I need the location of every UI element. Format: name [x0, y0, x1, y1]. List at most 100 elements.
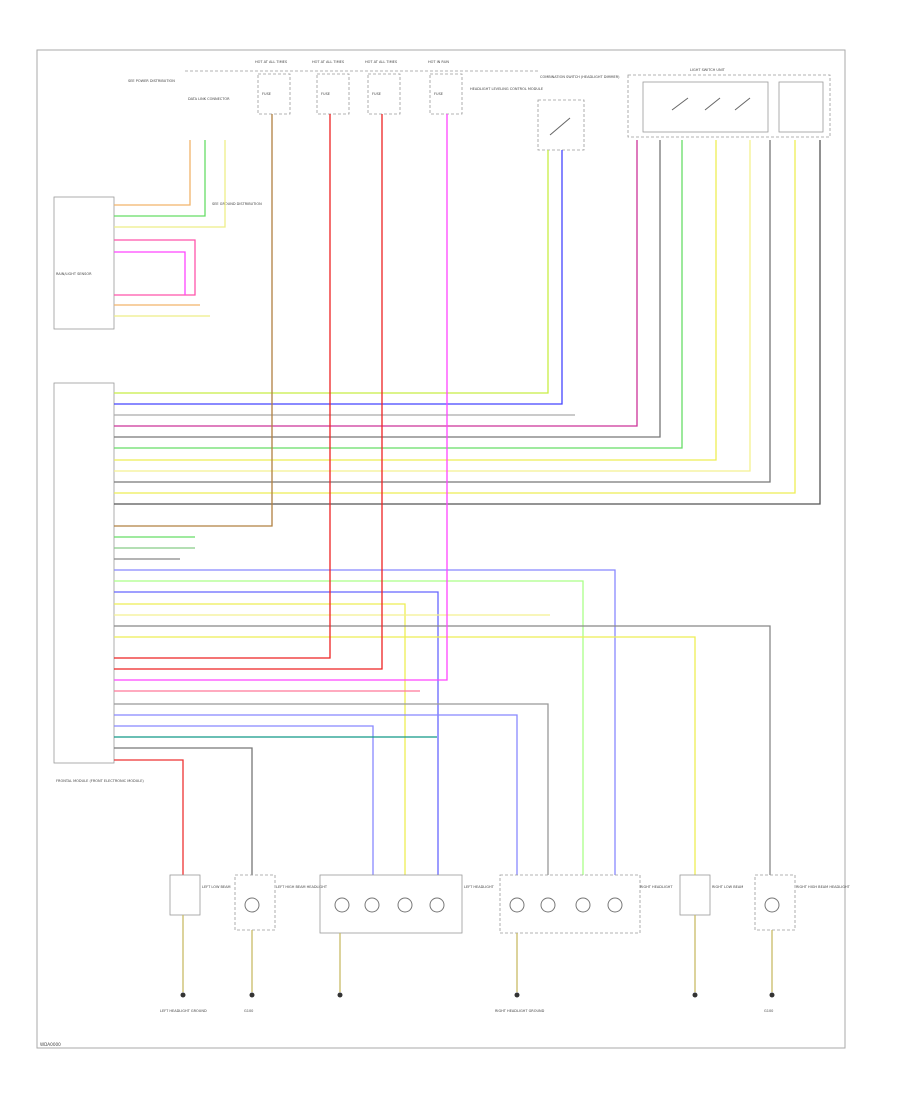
hot-label-4: HOT IN RUN	[428, 60, 449, 64]
rain-light-sensor-box	[53, 196, 115, 330]
fuse-box-4	[429, 73, 463, 115]
fuse-box-2	[316, 73, 350, 115]
data-link-label: DATA LINK CONNECTOR	[188, 97, 230, 101]
wire-yellow-bus-2	[114, 140, 751, 472]
right-low-beam-box	[679, 874, 711, 916]
front-module: FRONTAL MODULE (FRONT ELECTRONIC MODULE)	[53, 382, 144, 783]
wire-orange-sensor	[114, 140, 191, 206]
fuse-label-2: FUSE	[321, 92, 330, 96]
left-ground-label: LEFT HEADLIGHT GROUND	[160, 1009, 207, 1013]
dimmer-switch-contact	[549, 117, 571, 136]
fuse-box-1	[257, 73, 291, 115]
light-switch-contact-1	[671, 97, 689, 111]
ground-point-1	[180, 992, 186, 998]
wire-yellow-right	[114, 636, 696, 875]
left-high-beam-label: LEFT HIGH BEAM HEADLIGHT	[276, 885, 328, 889]
ground-point-4	[514, 992, 520, 998]
wire-green-bus	[114, 140, 683, 449]
wire-gray-bus-3	[114, 140, 771, 483]
dimmer-switch: COMBINATION SWITCH (HEADLIGHT DIMMER)	[537, 75, 620, 151]
wire-lightgreen-lower	[114, 580, 584, 875]
left-headlight-bulb-4	[429, 897, 445, 913]
wire-gray-bus-2	[114, 140, 661, 438]
wire-yellowgreen-bus	[114, 150, 549, 394]
light-switch-unit: LIGHT SWITCH UNIT	[627, 68, 831, 138]
ground-point-6	[769, 992, 775, 998]
hot-label-2: HOT AT ALL TIMES	[312, 60, 345, 64]
left-headlight-bulb-2	[364, 897, 380, 913]
light-switch-right	[778, 81, 824, 133]
right-high-beam-label: RIGHT HIGH BEAM HEADLIGHT	[796, 885, 851, 889]
left-headlight-bulb-1	[334, 897, 350, 913]
footer-code: WDA0000	[40, 1042, 61, 1047]
wire-brown-fuse	[114, 114, 273, 527]
top-fuse-area: HOT AT ALL TIMES HOT AT ALL TIMES HOT AT…	[128, 60, 463, 206]
wire-red-lamp	[114, 759, 184, 875]
right-headlight-bulb-2	[540, 897, 556, 913]
right-headlight-box	[499, 874, 641, 934]
front-module-label: FRONTAL MODULE (FRONT ELECTRONIC MODULE)	[56, 779, 144, 783]
light-switch-contact-3	[734, 97, 751, 111]
headlight-leveling-module: HEADLIGHT LEVELING CONTROL MODULE	[470, 87, 543, 91]
light-switch-label: LIGHT SWITCH UNIT	[690, 68, 726, 72]
fuse-label-4: FUSE	[434, 92, 443, 96]
right-headlight-bulb-1	[509, 897, 525, 913]
wire-red-fuse-2	[114, 114, 331, 659]
fuse-box-3	[367, 73, 401, 115]
wire-lightblue-lower	[114, 569, 616, 875]
wire-yellow-lower-1	[114, 603, 406, 875]
left-headlight-label: LEFT HEADLIGHT	[464, 885, 495, 889]
left-headlight-bulb-3	[397, 897, 413, 913]
wire-yellow-bus-1	[114, 140, 717, 461]
right-high-beam-box	[754, 874, 796, 931]
dimmer-switch-label: COMBINATION SWITCH (HEADLIGHT DIMMER)	[540, 75, 620, 79]
light-switch-outline	[627, 74, 831, 138]
rain-light-sensor: RAIN/LIGHT SENSOR	[53, 196, 115, 330]
see-ground-label: SEE GROUND DISTRIBUTION	[212, 202, 262, 206]
wire-darkgray-bus	[114, 140, 821, 505]
wire-blue-lamp-1	[114, 714, 518, 875]
ground-leads: LEFT HEADLIGHT GROUND G100 RIGHT HEADLIG…	[160, 915, 775, 1013]
light-switch-contact-2	[704, 97, 721, 111]
ground-label-6: G100	[764, 1009, 773, 1013]
wire-gray-lower	[114, 625, 771, 875]
right-headlight-label: RIGHT HEADLIGHT	[640, 885, 673, 889]
wire-pink-sensor	[114, 239, 196, 296]
right-low-beam-label: RIGHT LOW BEAM	[712, 885, 743, 889]
right-headlight-bulb-4	[607, 897, 623, 913]
wire-green-sensor	[114, 140, 206, 217]
light-switch-left	[642, 81, 769, 133]
ground-point-2	[249, 992, 255, 998]
left-headlight-box	[319, 874, 463, 934]
hot-label-3: HOT AT ALL TIMES	[365, 60, 398, 64]
fuse-label-1: FUSE	[262, 92, 271, 96]
wire-yellow-bus-3	[114, 140, 796, 494]
wire-magenta-sensor	[114, 251, 186, 295]
rain-light-sensor-label: RAIN/LIGHT SENSOR	[56, 272, 92, 276]
ground-label-2: G100	[244, 1009, 253, 1013]
left-low-beam-box	[169, 874, 201, 916]
right-headlight-bulb-3	[575, 897, 591, 913]
hot-label-1: HOT AT ALL TIMES	[255, 60, 288, 64]
wire-group	[114, 114, 821, 875]
wire-blue-lower	[114, 591, 439, 875]
front-module-box	[53, 382, 115, 764]
wire-gray-lamp-2	[114, 747, 253, 875]
ground-point-3	[337, 992, 343, 998]
see-power-label: SEE POWER DISTRIBUTION	[128, 79, 175, 83]
bottom-lamps: LEFT LOW BEAM LEFT HIGH BEAM HEADLIGHT L…	[169, 874, 851, 934]
wire-blue-bus	[114, 150, 563, 405]
wire-gray-lamp-1	[114, 703, 549, 875]
right-high-beam-bulb	[764, 897, 780, 913]
wire-red-fuse-3	[114, 114, 383, 670]
wire-pink-fuse-4	[114, 114, 448, 681]
left-low-beam-label: LEFT LOW BEAM	[202, 885, 231, 889]
left-high-beam-bulb	[244, 897, 260, 913]
wire-blue-lamp-2	[114, 725, 374, 875]
right-ground-label: RIGHT HEADLIGHT GROUND	[495, 1009, 545, 1013]
ground-point-5	[692, 992, 698, 998]
headlight-leveling-label: HEADLIGHT LEVELING CONTROL MODULE	[470, 87, 543, 91]
dimmer-switch-box	[537, 99, 585, 151]
left-high-beam-box	[234, 874, 276, 931]
